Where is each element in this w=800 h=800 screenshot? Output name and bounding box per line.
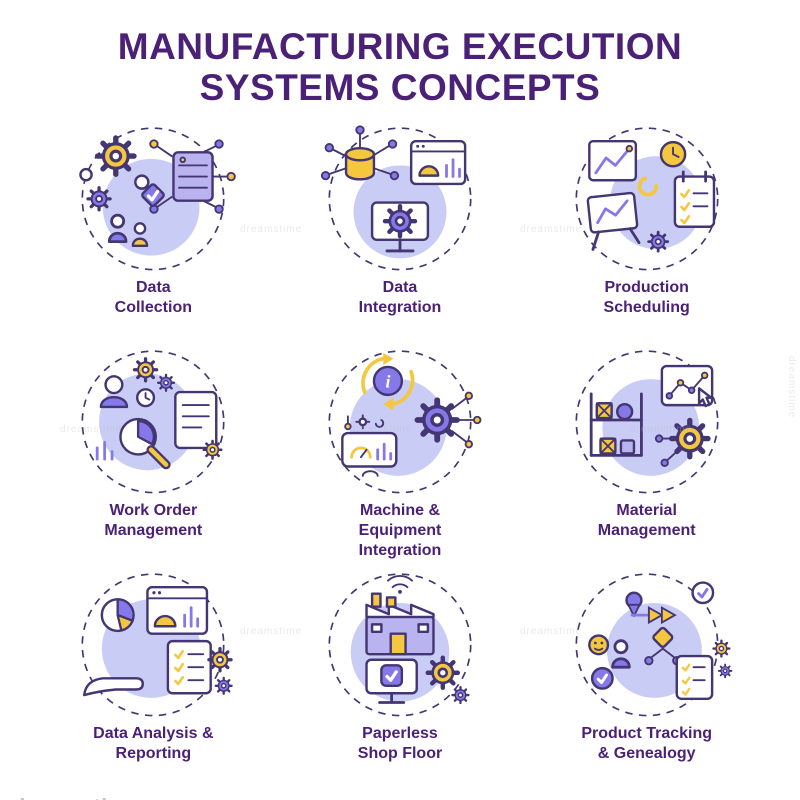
worker-icon	[100, 374, 129, 409]
concept-work-order-management: Work Order Management	[30, 340, 277, 563]
genealogy-checklist-icon	[675, 654, 713, 700]
sensor-icons	[344, 414, 385, 431]
clock-icon	[136, 387, 156, 408]
route-chart-window-icon	[660, 364, 713, 408]
page-title-line1: MANUFACTURING EXECUTION	[117, 26, 683, 67]
pie-chart-icon	[100, 597, 136, 632]
tracking-flow-icon	[630, 605, 682, 666]
paperless-shop-floor-icon	[302, 563, 498, 723]
page-title-line2: SYSTEMS CONCEPTS	[199, 67, 601, 109]
gear-icon	[133, 356, 159, 383]
cycle-arrow-icon	[637, 176, 658, 197]
work-order-document-icon	[174, 390, 223, 460]
line-chart-icon	[587, 139, 637, 182]
hand-icon	[83, 677, 145, 697]
watermark-logo: dreamstime	[12, 794, 141, 800]
gear-circuit-icon	[417, 391, 482, 449]
concept-label-paperless-shop-floor: Paperless Shop Floor	[357, 724, 443, 762]
magnifier-icon	[119, 417, 172, 470]
data-collection-illustration	[79, 127, 237, 271]
work-order-management-icon	[55, 340, 251, 500]
storage-rack-icon	[589, 392, 643, 457]
product-tracking-genealogy-illustration	[575, 573, 733, 717]
data-analysis-reporting-illustration	[81, 573, 234, 717]
task-calendar-icon	[673, 170, 715, 228]
gear-icon	[712, 639, 731, 658]
gear-circuit-icon	[654, 420, 707, 467]
production-scheduling-icon	[549, 117, 745, 277]
verified-diamond-icon	[141, 183, 166, 207]
dashboard-window-icon	[146, 585, 209, 635]
svg-text:i: i	[385, 371, 390, 391]
control-panel-icon	[341, 431, 398, 468]
gear-icon	[207, 646, 234, 673]
concept-product-tracking-genealogy: Product Tracking & Genealogy	[523, 563, 770, 786]
gear-icon	[86, 186, 113, 212]
concept-label-product-tracking-genealogy: Product Tracking & Genealogy	[581, 724, 713, 762]
cloud-icon	[361, 470, 379, 477]
data-analysis-reporting-icon	[55, 563, 251, 723]
gear-icon	[98, 138, 134, 174]
concept-label-data-integration: Data Integration	[358, 278, 442, 316]
gear-icon	[717, 663, 733, 679]
info-sync-icon: i	[361, 352, 415, 411]
factory-icon	[365, 592, 435, 656]
concept-label-work-order-management: Work Order Management	[104, 501, 203, 539]
concept-data-collection: Data Collection	[30, 117, 277, 340]
concept-material-management: Material Management	[523, 340, 770, 563]
production-scheduling-illustration	[575, 127, 719, 271]
concept-data-analysis-reporting: Data Analysis & Reporting	[30, 563, 277, 786]
concept-production-scheduling: Production Scheduling	[523, 117, 770, 340]
concept-machine-equipment-integration: i	[277, 340, 524, 563]
analytics-window-icon	[409, 139, 467, 186]
wifi-icon	[386, 574, 414, 594]
gear-icon	[451, 685, 470, 705]
gear-icon	[428, 658, 458, 688]
material-management-illustration	[575, 350, 719, 494]
concept-paperless-shop-floor: Paperless Shop Floor	[277, 563, 524, 786]
work-order-management-illustration	[81, 350, 225, 494]
data-integration-icon	[302, 117, 498, 277]
presentation-board-icon	[586, 191, 641, 251]
header: MANUFACTURING EXECUTION SYSTEMS CONCEPTS	[0, 26, 800, 109]
concept-data-integration: Data Integration	[277, 117, 524, 340]
check-badge-icon	[590, 666, 614, 690]
monitor-check-icon	[365, 658, 418, 704]
gear-icon	[646, 230, 669, 253]
check-circle-icon	[691, 581, 714, 605]
material-management-icon	[549, 340, 745, 500]
hand-cursor-icon	[697, 387, 713, 408]
data-integration-illustration	[320, 125, 472, 271]
worker-icon	[587, 634, 631, 669]
paperless-shop-floor-illustration	[328, 573, 472, 717]
machine-equipment-integration-illustration: i	[328, 350, 482, 494]
monitor-gear-icon	[370, 201, 430, 253]
node-dot	[79, 167, 94, 182]
concept-label-machine-equipment-integration: Machine & Equipment Integration	[358, 501, 442, 559]
server-network-icon	[149, 139, 237, 214]
report-checklist-icon	[167, 639, 213, 695]
page-title: MANUFACTURING EXECUTION SYSTEMS CONCEPTS	[0, 26, 800, 109]
data-collection-icon	[55, 117, 251, 277]
gear-icon	[157, 373, 176, 392]
gear-icon	[214, 676, 234, 695]
icon-grid: Data Collection	[0, 109, 800, 786]
database-network-icon	[320, 125, 400, 181]
concept-label-data-collection: Data Collection	[114, 278, 192, 316]
product-tracking-genealogy-icon	[549, 563, 745, 723]
node-dot	[134, 174, 150, 190]
bar-chart-icon	[96, 440, 114, 461]
concept-label-production-scheduling: Production Scheduling	[603, 278, 690, 316]
concept-label-data-analysis-reporting: Data Analysis & Reporting	[93, 724, 214, 762]
concept-label-material-management: Material Management	[597, 501, 696, 539]
machine-equipment-integration-icon: i	[302, 340, 498, 500]
location-pin-icon	[624, 591, 643, 617]
clock-icon	[659, 140, 687, 168]
